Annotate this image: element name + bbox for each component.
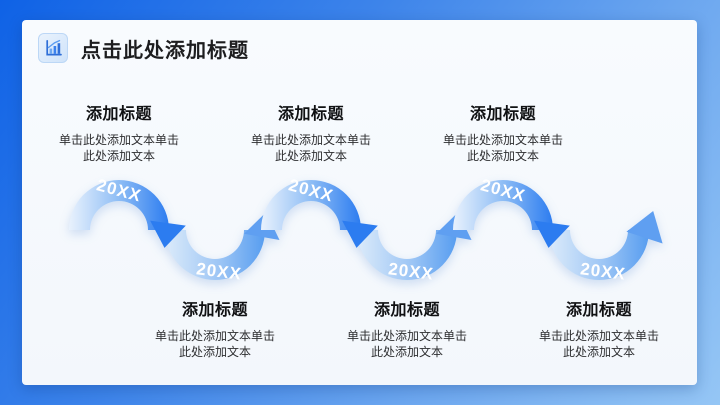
wave-arc-up-1 xyxy=(69,180,169,230)
step-heading-placeholder[interactable]: 添加标题 xyxy=(373,302,440,319)
step-heading-placeholder[interactable]: 添加标题 xyxy=(181,302,248,319)
bar-chart-icon xyxy=(38,33,68,63)
step-group-3: 添加标题 单击此处添加文本单击 此处添加文本 xyxy=(223,100,399,165)
step-heading-placeholder[interactable]: 添加标题 xyxy=(469,106,536,123)
step-body-line: 单击此处添加文本单击 xyxy=(538,329,659,343)
step-body-placeholder[interactable]: 单击此处添加文本单击 此处添加文本 xyxy=(223,133,399,165)
step-body-line: 此处添加文本 xyxy=(466,148,539,163)
step-heading-placeholder[interactable]: 添加标题 xyxy=(85,106,152,123)
step-group-2: 添加标题 单击此处添加文本单击 此处添加文本 xyxy=(127,296,303,361)
year-label: 20XX xyxy=(195,259,243,283)
step-body-line: 此处添加文本 xyxy=(178,344,251,359)
year-label: 20XX xyxy=(287,175,336,205)
year-label: 20XX xyxy=(95,175,144,205)
step-body-placeholder[interactable]: 单击此处添加文本单击 此处添加文本 xyxy=(319,329,495,361)
step-body-line: 单击此处添加文本单击 xyxy=(442,133,563,147)
arrow-down-icon xyxy=(534,220,570,248)
year-label: 20XX xyxy=(387,259,435,283)
year-label: 20XX xyxy=(479,175,528,205)
slide-title-placeholder[interactable]: 点击此处添加标题 xyxy=(81,39,249,62)
step-body-line: 单击此处添加文本单击 xyxy=(154,329,275,343)
step-group-5: 添加标题 单击此处添加文本单击 此处添加文本 xyxy=(415,100,591,165)
step-body-line: 单击此处添加文本单击 xyxy=(346,329,467,343)
step-body-placeholder[interactable]: 单击此处添加文本单击 此处添加文本 xyxy=(415,133,591,165)
wave-arc-down-3 xyxy=(549,230,649,280)
year-label: 20XX xyxy=(579,259,627,283)
step-body-line: 此处添加文本 xyxy=(562,344,635,359)
step-body-placeholder[interactable]: 单击此处添加文本单击 此处添加文本 xyxy=(31,133,207,165)
step-heading-placeholder[interactable]: 添加标题 xyxy=(277,106,344,123)
step-body-line: 此处添加文本 xyxy=(82,148,155,163)
arrow-up-icon xyxy=(244,212,280,241)
arrow-up-icon xyxy=(626,210,663,244)
arrow-up-icon xyxy=(436,212,472,241)
step-group-4: 添加标题 单击此处添加文本单击 此处添加文本 xyxy=(319,296,495,361)
step-group-6: 添加标题 单击此处添加文本单击 此处添加文本 xyxy=(511,296,687,361)
step-body-line: 此处添加文本 xyxy=(370,344,443,359)
slide-content-card: 点击此处添加标题 xyxy=(22,20,697,385)
step-body-placeholder[interactable]: 单击此处添加文本单击 此处添加文本 xyxy=(511,329,687,361)
wave-arc-up-2 xyxy=(261,180,361,230)
wave-arc-up-3 xyxy=(453,180,553,230)
step-body-line: 单击此处添加文本单击 xyxy=(58,133,179,147)
step-body-line: 此处添加文本 xyxy=(274,148,347,163)
arrow-down-icon xyxy=(150,220,186,248)
wave-arc-down-2 xyxy=(357,230,457,280)
step-heading-placeholder[interactable]: 添加标题 xyxy=(565,302,632,319)
wave-arc-down-1 xyxy=(165,230,265,280)
title-row: 点击此处添加标题 xyxy=(38,33,249,63)
arrow-down-icon xyxy=(342,220,378,248)
step-body-placeholder[interactable]: 单击此处添加文本单击 此处添加文本 xyxy=(127,329,303,361)
step-body-line: 单击此处添加文本单击 xyxy=(250,133,371,147)
step-group-1: 添加标题 单击此处添加文本单击 此处添加文本 xyxy=(31,100,207,165)
